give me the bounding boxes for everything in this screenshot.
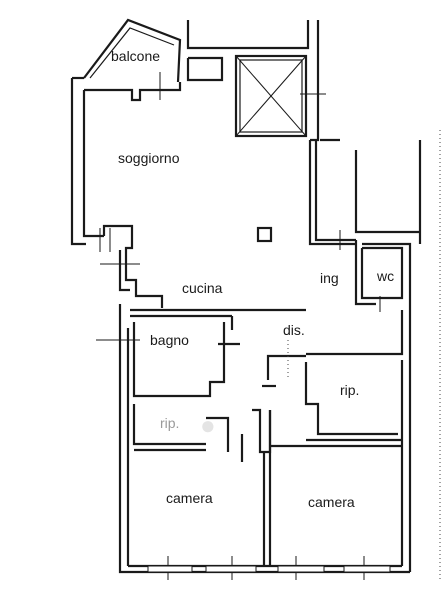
bedroom-walls <box>132 404 402 566</box>
room-label-rip-left: rip. <box>160 415 180 431</box>
column <box>256 226 273 243</box>
room-label-soggiorno: soggiorno <box>118 150 180 166</box>
room-label-dis: dis. <box>283 322 305 338</box>
stair-shaft <box>234 54 308 138</box>
top-walls <box>186 20 340 142</box>
corridor-walls <box>262 354 402 442</box>
room-label-cucina: cucina <box>182 280 223 296</box>
window-marks <box>96 72 391 580</box>
bagno-walls <box>132 316 240 398</box>
room-label-ing: ing <box>320 270 339 286</box>
room-label-camera-right: camera <box>308 494 355 510</box>
watermark: ● <box>200 410 216 440</box>
room-label-wc: wc <box>377 268 395 284</box>
room-label-rip-right: rip. <box>340 382 360 398</box>
kitchen-walls <box>102 224 306 320</box>
balcony-outline <box>83 18 182 83</box>
room-label-balcone: balcone <box>111 48 161 64</box>
room-label-bagno: bagno <box>150 332 189 348</box>
room-label-camera-left: camera <box>166 490 213 506</box>
